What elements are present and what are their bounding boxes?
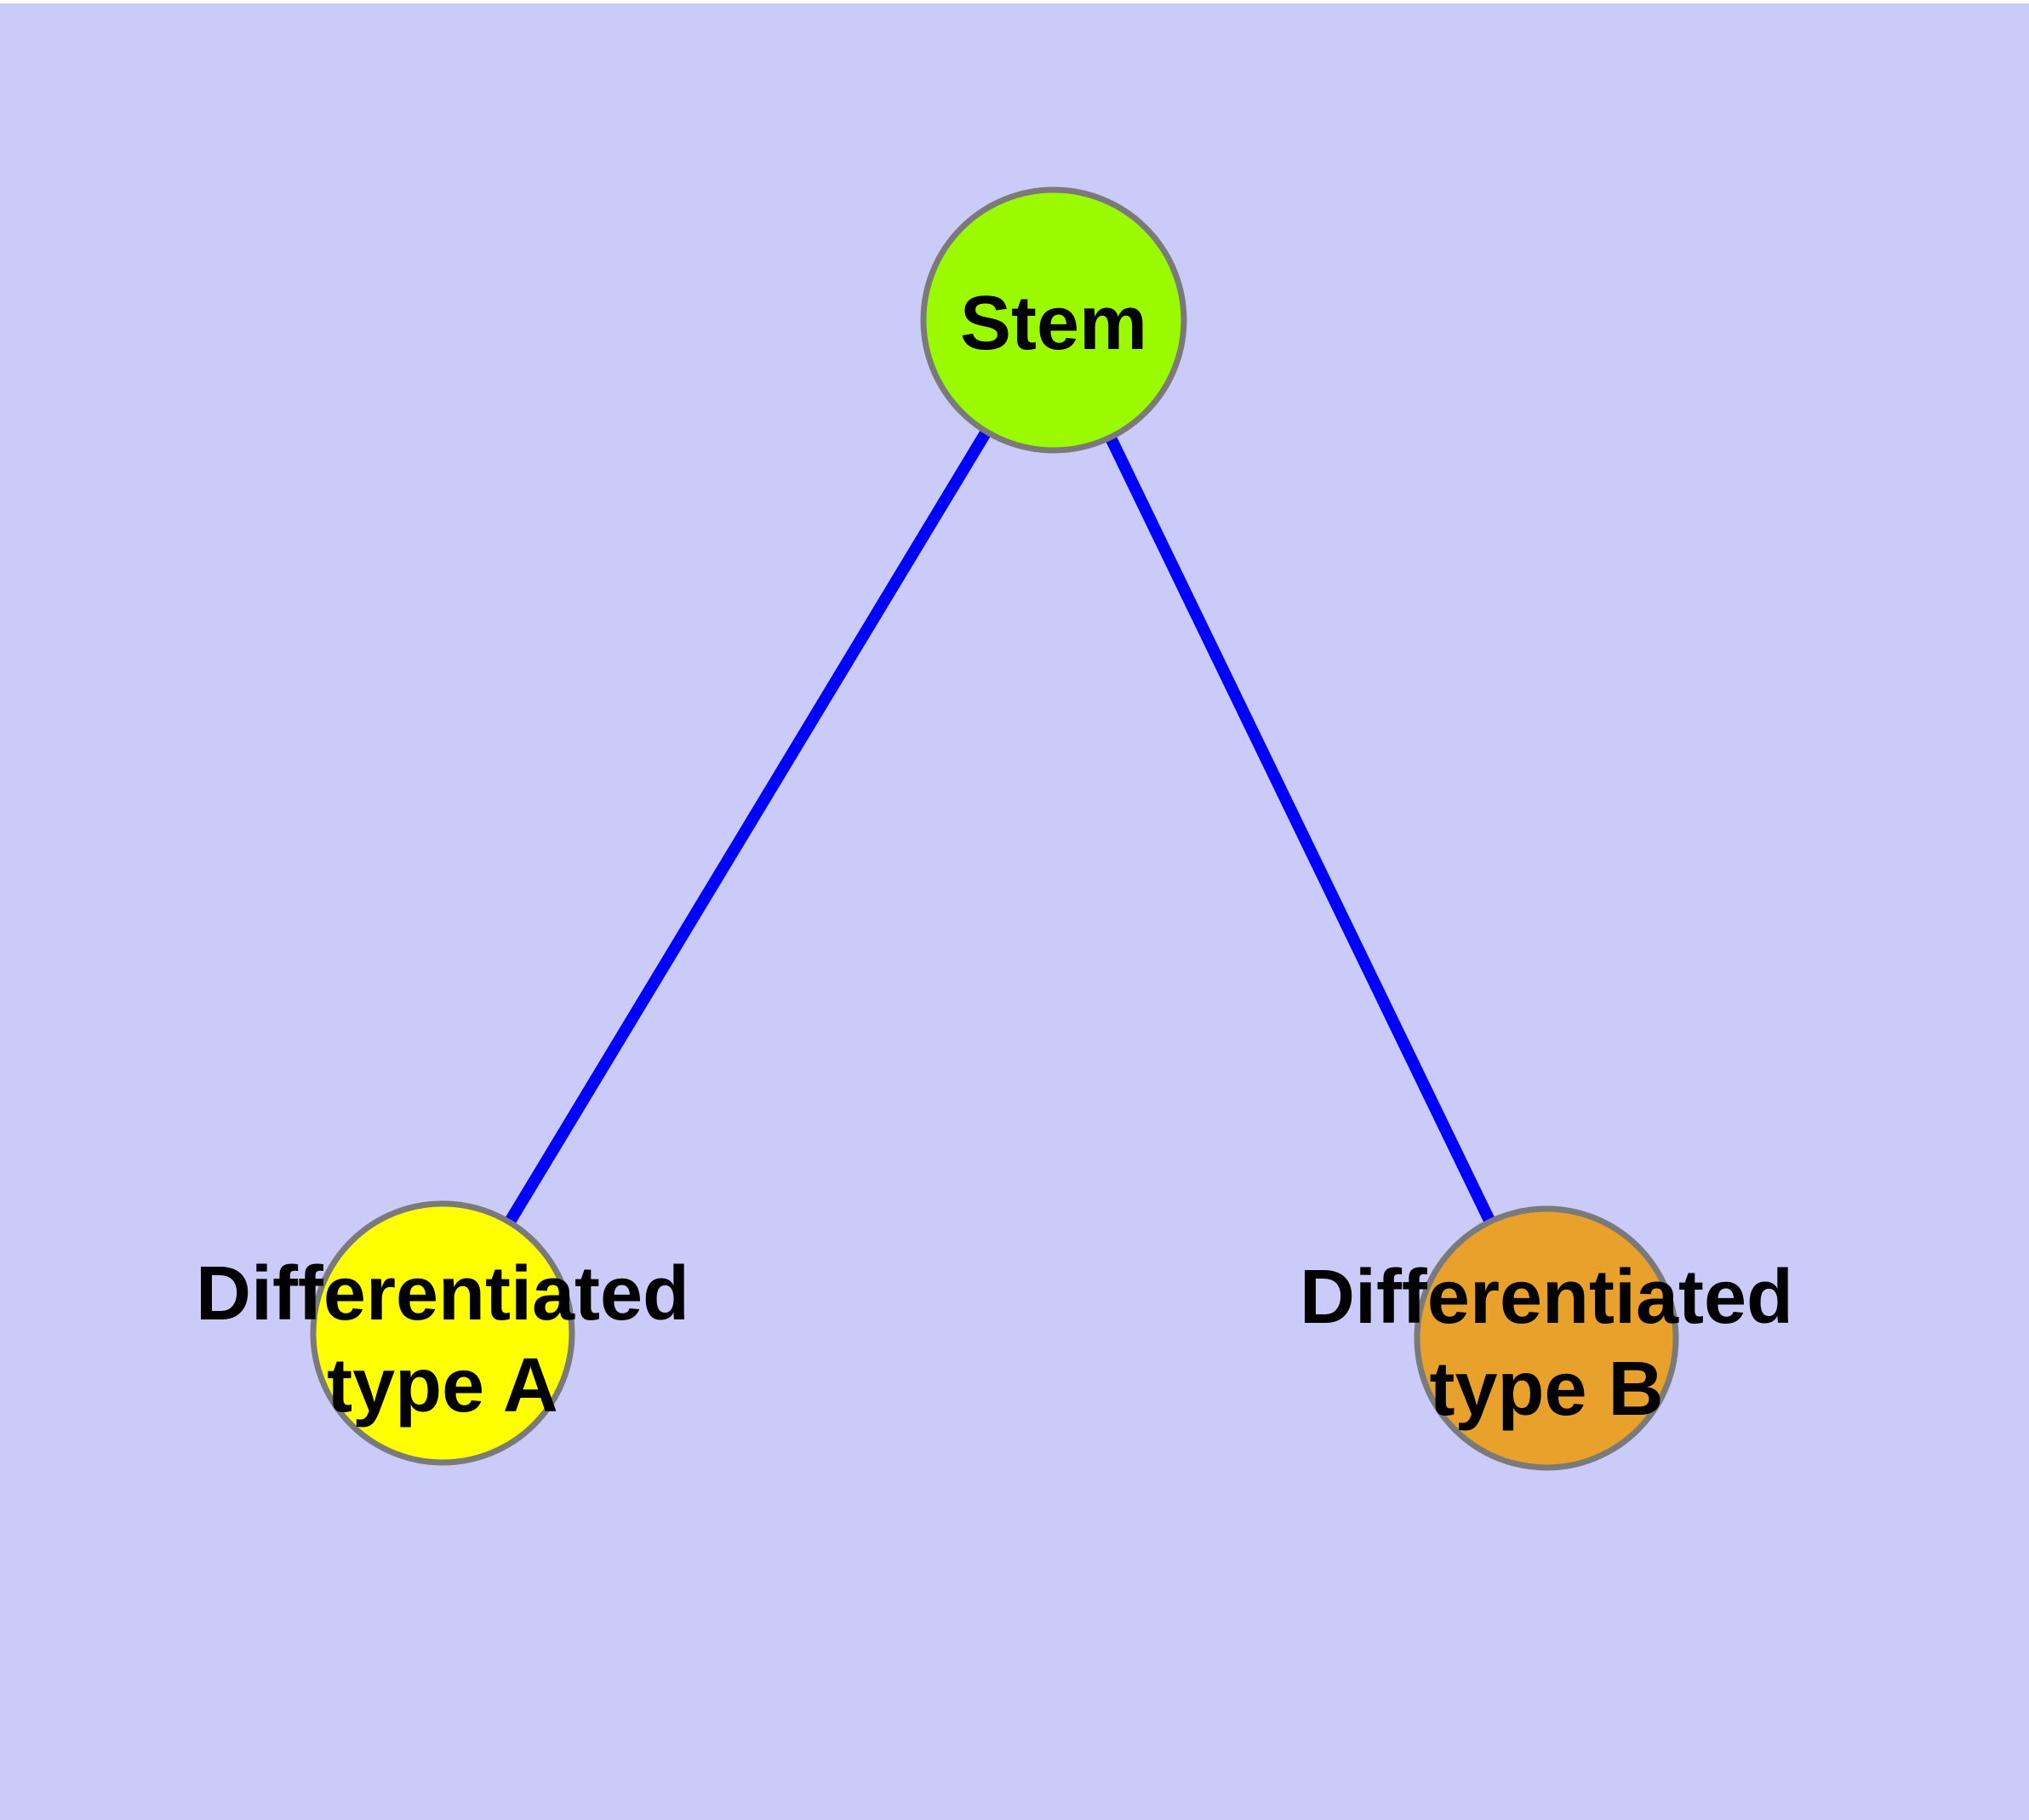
stem-node-circle — [920, 186, 1187, 454]
node-stem: Stem — [920, 186, 1187, 454]
type-a-node-label-line1: Differentiated — [196, 1251, 689, 1336]
edge-stem-to-type-a — [437, 314, 1060, 1339]
type-b-node-label-line1: Differentiated — [1300, 1255, 1793, 1340]
node-differentiated-type-b: Differentiated type B — [1300, 1205, 1793, 1471]
node-differentiated-type-a: Differentiated type A — [196, 1200, 689, 1466]
top-border-strip — [0, 0, 2029, 3]
type-b-node-circle — [1414, 1205, 1679, 1471]
type-a-node-label-line2: type A — [327, 1343, 558, 1428]
type-a-node-circle — [310, 1200, 575, 1466]
stem-node-label: Stem — [960, 281, 1147, 366]
type-b-node-label-line2: type B — [1429, 1347, 1663, 1432]
edge-stem-to-type-b — [1048, 314, 1552, 1344]
